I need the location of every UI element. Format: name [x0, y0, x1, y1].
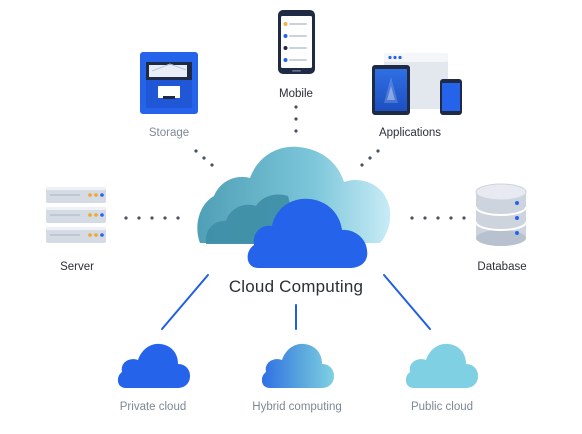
database-icon — [475, 183, 527, 246]
database-connector — [410, 216, 466, 220]
hybrid-cloud-icon — [261, 343, 334, 388]
server-icon — [46, 187, 106, 243]
central-cloud-icon — [197, 146, 391, 268]
cloud-type-connectors — [161, 274, 431, 330]
storage-connector — [194, 149, 214, 167]
private-cloud-connector — [161, 274, 209, 330]
public-cloud-icon — [405, 343, 478, 388]
hybrid-computing-label: Hybrid computing — [252, 401, 342, 413]
storage-icon — [140, 52, 198, 114]
applications-icon — [372, 53, 462, 115]
storage-label: Storage — [148, 127, 190, 139]
private-cloud-label: Private cloud — [119, 401, 187, 413]
applications-connector — [360, 149, 380, 167]
server-connector — [124, 216, 180, 220]
applications-label: Applications — [378, 127, 442, 139]
mobile-icon — [278, 10, 315, 74]
mobile-connector — [294, 105, 298, 133]
front-cloud — [247, 198, 368, 268]
cloud-computing-title: Cloud Computing — [228, 277, 364, 296]
mobile-label: Mobile — [279, 88, 313, 100]
public-cloud-connector — [383, 274, 431, 330]
database-label: Database — [477, 261, 527, 273]
public-cloud-label: Public cloud — [410, 401, 474, 413]
private-cloud-icon — [117, 343, 190, 388]
server-label: Server — [60, 261, 94, 273]
dotted-connectors — [124, 105, 466, 220]
